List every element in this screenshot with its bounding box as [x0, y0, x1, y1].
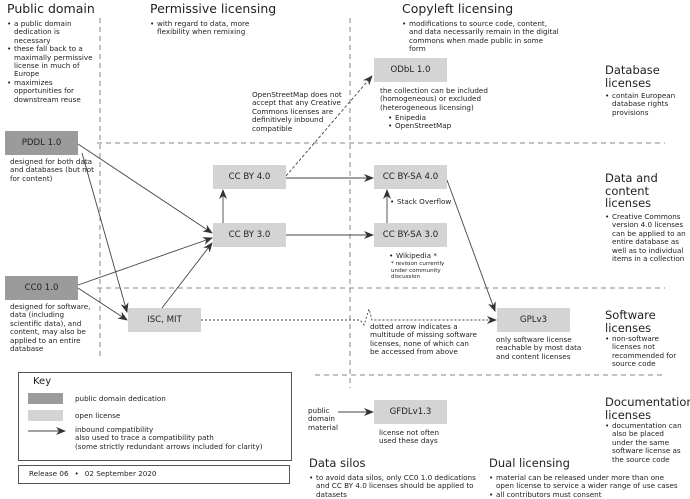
arrow-isc-ccby3 — [161, 242, 213, 309]
dual-licensing-bullets: material can be released under more than… — [489, 473, 679, 499]
bullet: non-software licenses not recommended fo… — [605, 334, 690, 369]
example: Enipedia — [388, 113, 468, 123]
wikipedia-footnote: * revision currently under community dis… — [391, 261, 445, 280]
license-box-gfdl: GFDLv1.3 — [374, 400, 447, 424]
bullet: maximizes opportunities for downstream r… — [7, 78, 97, 104]
license-box-cc-by-sa-4: CC BY-SA 4.0 — [374, 165, 447, 189]
column-title-public-domain: Public domain — [7, 1, 95, 16]
key-label-open-license: open license — [75, 411, 121, 420]
software-bullets: non-software licenses not recommended fo… — [605, 334, 690, 369]
data-silos-bullets: to avoid data silos, only CC0 1.0 dedica… — [309, 473, 489, 499]
key-swatch-public-domain — [28, 393, 63, 404]
arrow-cc0-isc — [77, 287, 128, 321]
key-title: Key — [33, 376, 52, 387]
documentation-bullets: documentation can also be placed under t… — [605, 421, 687, 464]
arrow-pddl-isc — [81, 152, 129, 313]
bullet: documentation can also be placed under t… — [605, 421, 687, 464]
license-box-gplv3: GPLv3 — [497, 308, 570, 332]
key-label-inbound: inbound compatibility also used to trace… — [75, 425, 290, 451]
license-box-pddl: PDDL 1.0 — [5, 131, 78, 155]
arrow-ccby4-odbl — [285, 75, 373, 177]
pddl-note: designed for both data and databases (bu… — [10, 157, 94, 183]
bullet: Creative Commons version 4.0 licenses ca… — [605, 212, 690, 263]
key-inbound-title: inbound compatibility — [75, 425, 154, 434]
database-bullets: contain European database rights provisi… — [605, 91, 689, 117]
key-swatch-open-license — [28, 410, 63, 421]
bullet: with regard to data, more flexibility wh… — [150, 19, 260, 37]
cc-by-sa-4-examples: Stack Overflow — [390, 197, 460, 207]
cc-by-sa-3-examples: Wikipedia * — [389, 251, 459, 261]
data-silos-title: Data silos — [309, 456, 366, 470]
arrow-cc0-ccby3 — [77, 237, 213, 286]
osm-annotation: OpenStreetMap does not accept that any C… — [252, 90, 342, 133]
bullet: material can be released under more than… — [489, 473, 679, 491]
arrow-isc-gplv3 — [201, 307, 497, 326]
example: Wikipedia * — [389, 251, 459, 261]
key-panel: Key public domain dedication open licens… — [18, 372, 292, 461]
odbl-note: the collection can be included (homogene… — [380, 86, 488, 112]
data-content-bullets: Creative Commons version 4.0 licenses ca… — [605, 212, 690, 263]
bullet: contain European database rights provisi… — [605, 91, 689, 117]
gplv3-note: only software license reachable by most … — [496, 335, 582, 361]
dual-licensing-title: Dual licensing — [489, 456, 570, 470]
key-inbound-sub: also used to trace a compatibility path — [75, 433, 214, 443]
row-title-software: Software licenses — [605, 308, 656, 335]
license-box-cc-by-3: CC BY 3.0 — [213, 223, 286, 247]
cc0-note: designed for software, data (including s… — [10, 302, 91, 354]
bullet: these fall back to a maximally permissiv… — [7, 45, 97, 79]
license-box-cc-by-4: CC BY 4.0 — [213, 165, 286, 189]
release-panel: Release 06 • 02 September 2020 — [18, 465, 290, 484]
bullet: all contributors must consent — [489, 490, 679, 499]
column-title-copyleft: Copyleft licensing — [402, 1, 514, 16]
public-domain-bullets: a public domain dedication is necessary … — [7, 19, 97, 104]
gfdl-note: license not often used these days — [379, 428, 440, 446]
public-domain-material-label: public domain material — [308, 406, 338, 432]
release-separator: • — [74, 469, 79, 479]
release-date: 02 September 2020 — [84, 469, 157, 479]
row-title-data-content: Data and content licenses — [605, 171, 658, 210]
example: Stack Overflow — [390, 197, 460, 207]
license-box-odbl: ODbL 1.0 — [374, 58, 447, 82]
bullet: modifications to source code, content, a… — [402, 19, 562, 54]
row-title-database: Database licenses — [605, 63, 660, 90]
permissive-bullets: with regard to data, more flexibility wh… — [150, 19, 260, 37]
column-title-permissive: Permissive licensing — [150, 1, 277, 16]
dotted-arrow-annotation: dotted arrow indicates a multitude of mi… — [370, 322, 477, 357]
row-title-documentation: Documentation licenses — [605, 395, 690, 422]
bullet: a public domain dedication is necessary — [7, 19, 97, 45]
copyleft-bullets: modifications to source code, content, a… — [402, 19, 562, 54]
key-arrow-icon — [28, 427, 66, 435]
odbl-examples: Enipedia OpenStreetMap — [388, 113, 468, 131]
license-box-cc-by-sa-3: CC BY-SA 3.0 — [374, 223, 447, 247]
release-version: Release 06 — [29, 469, 69, 479]
license-box-isc-mit: ISC, MIT — [128, 308, 201, 332]
arrow-pddl-ccby3 — [77, 143, 213, 234]
license-box-cc0: CC0 1.0 — [5, 276, 78, 300]
key-inbound-sub2: (some strictly redundant arrows included… — [75, 441, 263, 451]
example: OpenStreetMap — [388, 121, 468, 131]
bullet: to avoid data silos, only CC0 1.0 dedica… — [309, 473, 489, 499]
key-label-public-domain: public domain dedication — [75, 394, 166, 403]
